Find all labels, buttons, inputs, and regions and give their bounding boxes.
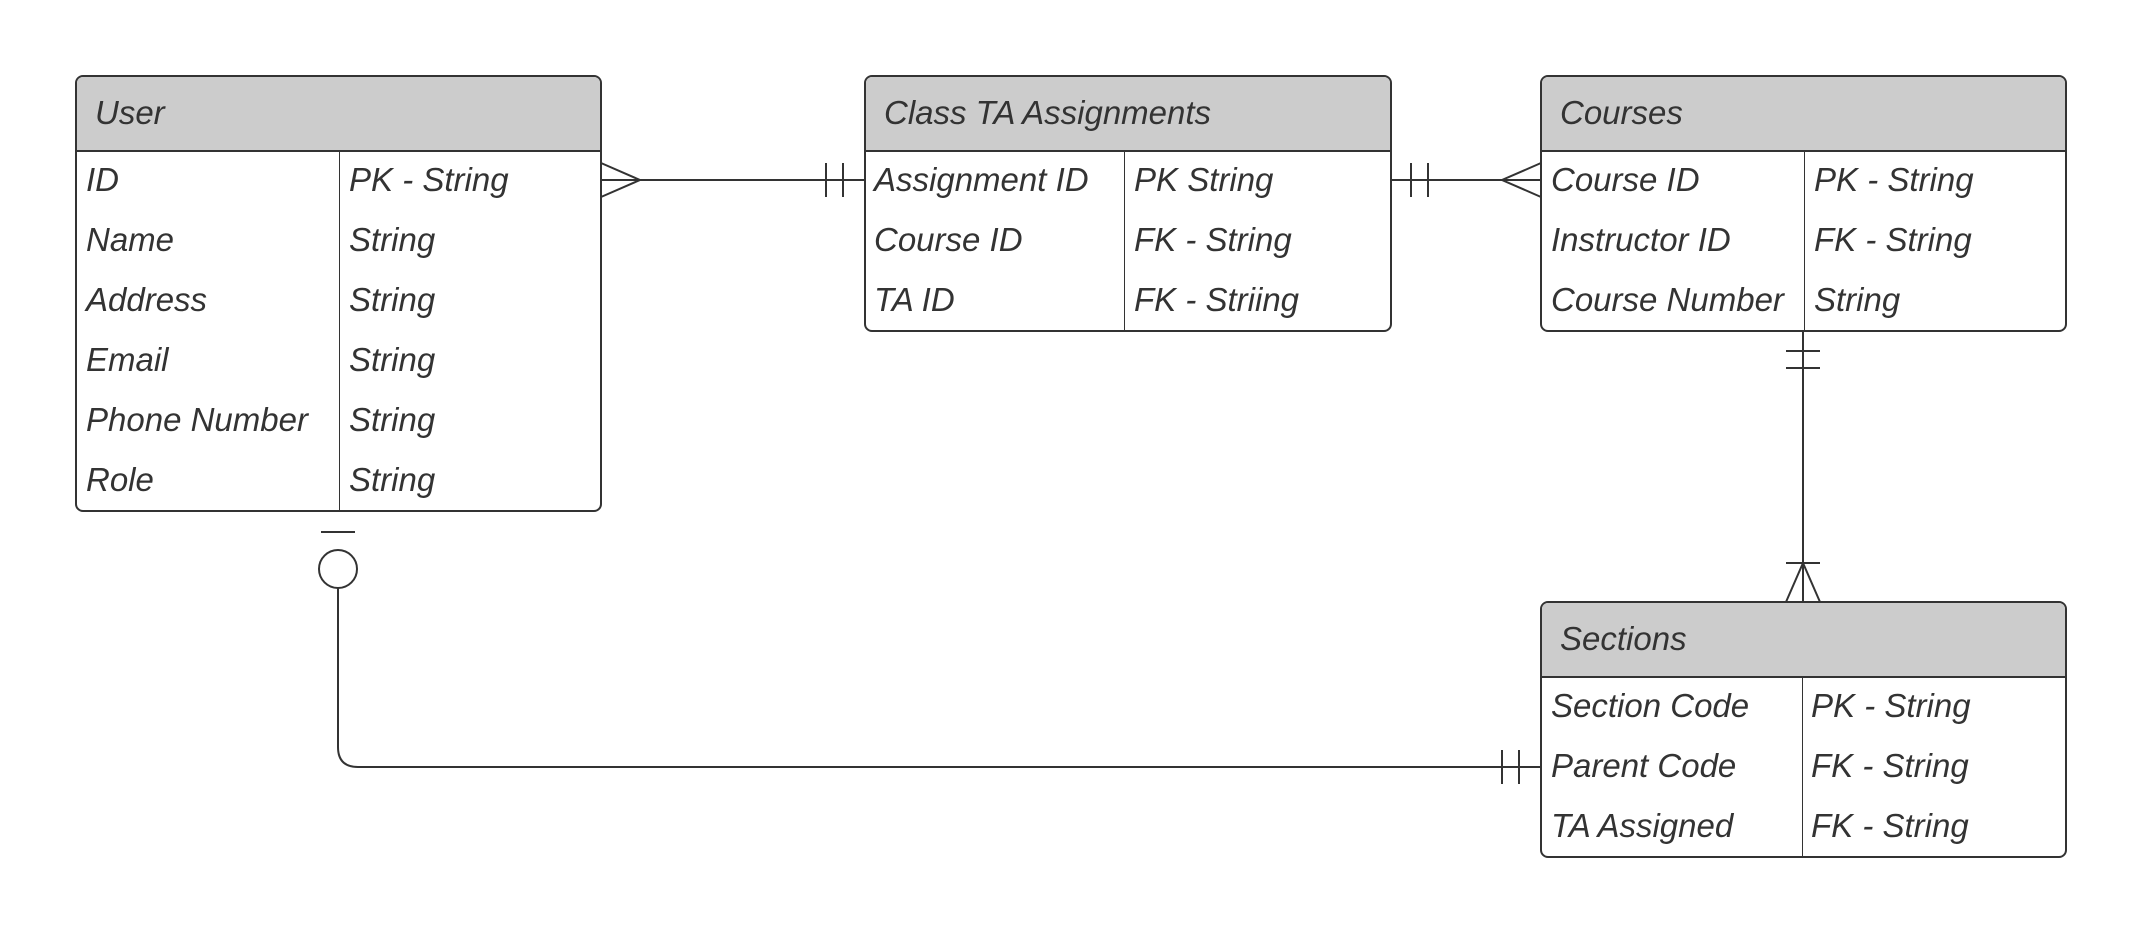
attribute-row: Section Code PK - String [1542, 678, 2065, 738]
attribute-type: PK - String [1814, 161, 1974, 198]
attribute-row: ID PK - String [77, 152, 600, 212]
attribute-type: FK - String [1811, 807, 1969, 844]
attribute-type: FK - String [1814, 221, 1972, 258]
attribute-name: Section Code [1551, 687, 1750, 724]
attribute-name: Role [86, 461, 154, 498]
attribute-name: Email [86, 341, 169, 378]
entity-sections[interactable]: Sections Section Code PK - String Parent… [1540, 601, 2067, 858]
relationship-user-class-ta-assignments [600, 162, 865, 198]
attribute-type: FK - String [1134, 221, 1292, 258]
attribute-name: Course ID [874, 221, 1023, 258]
entity-attributes: Assignment ID PK String Course ID FK - S… [866, 152, 1390, 330]
attribute-row: TA Assigned FK - String [1542, 798, 2065, 856]
attribute-row: Course ID PK - String [1542, 152, 2065, 212]
entity-attributes: ID PK - String Name String Address Strin… [77, 152, 600, 510]
attribute-name: TA Assigned [1551, 807, 1734, 844]
column-divider [339, 152, 340, 510]
attribute-type: String [349, 341, 436, 378]
attribute-type: PK - String [349, 161, 509, 198]
attribute-name: Name [86, 221, 175, 258]
attribute-name: ID [86, 161, 119, 198]
attribute-row: Instructor ID FK - String [1542, 212, 2065, 272]
zero-circle-marker [318, 549, 358, 589]
attribute-type: FK - Striing [1134, 281, 1300, 318]
attribute-row: Phone Number String [77, 392, 600, 452]
attribute-row: Course Number String [1542, 272, 2065, 330]
attribute-name: Phone Number [86, 401, 308, 438]
attribute-type: String [349, 401, 436, 438]
attribute-name: TA ID [874, 281, 955, 318]
attribute-type: String [349, 461, 436, 498]
attribute-name: Parent Code [1551, 747, 1737, 784]
attribute-row: Email String [77, 332, 600, 392]
entity-attributes: Section Code PK - String Parent Code FK … [1542, 678, 2065, 856]
attribute-row: Role String [77, 452, 600, 510]
attribute-type: String [349, 221, 436, 258]
attribute-row: Address String [77, 272, 600, 332]
crowfoot-many-marker [600, 162, 643, 198]
attribute-row: TA ID FK - Striing [866, 272, 1390, 330]
attribute-type: String [1814, 281, 1901, 318]
attribute-name: Address [86, 281, 208, 318]
attribute-row: Parent Code FK - String [1542, 738, 2065, 798]
crowfoot-many-marker [1499, 162, 1542, 198]
attribute-type: PK String [1134, 161, 1274, 198]
column-divider [1124, 152, 1125, 330]
relationship-user-sections [318, 531, 1541, 784]
relationship-courses-sections [1785, 331, 1821, 603]
attribute-row: Name String [77, 212, 600, 272]
attribute-name: Course Number [1551, 281, 1784, 318]
attribute-row: Course ID FK - String [866, 212, 1390, 272]
attribute-row: Assignment ID PK String [866, 152, 1390, 212]
column-divider [1804, 152, 1805, 330]
attribute-type: String [349, 281, 436, 318]
attribute-type: PK - String [1811, 687, 1971, 724]
attribute-name: Instructor ID [1551, 221, 1731, 258]
attribute-type: FK - String [1811, 747, 1969, 784]
entity-attributes: Course ID PK - String Instructor ID FK -… [1542, 152, 2065, 330]
crowfoot-many-marker [1785, 560, 1821, 603]
entity-title: Courses [1542, 77, 2065, 152]
entity-courses[interactable]: Courses Course ID PK - String Instructor… [1540, 75, 2067, 332]
entity-user[interactable]: User ID PK - String Name String Address … [75, 75, 602, 512]
column-divider [1802, 678, 1803, 856]
entity-class-ta-assignments[interactable]: Class TA Assignments Assignment ID PK St… [864, 75, 1392, 332]
attribute-name: Course ID [1551, 161, 1700, 198]
entity-title: User [77, 77, 600, 152]
attribute-name: Assignment ID [874, 161, 1089, 198]
relationship-class-ta-assignments-courses [1391, 162, 1542, 198]
entity-title: Class TA Assignments [866, 77, 1390, 152]
entity-title: Sections [1542, 603, 2065, 678]
